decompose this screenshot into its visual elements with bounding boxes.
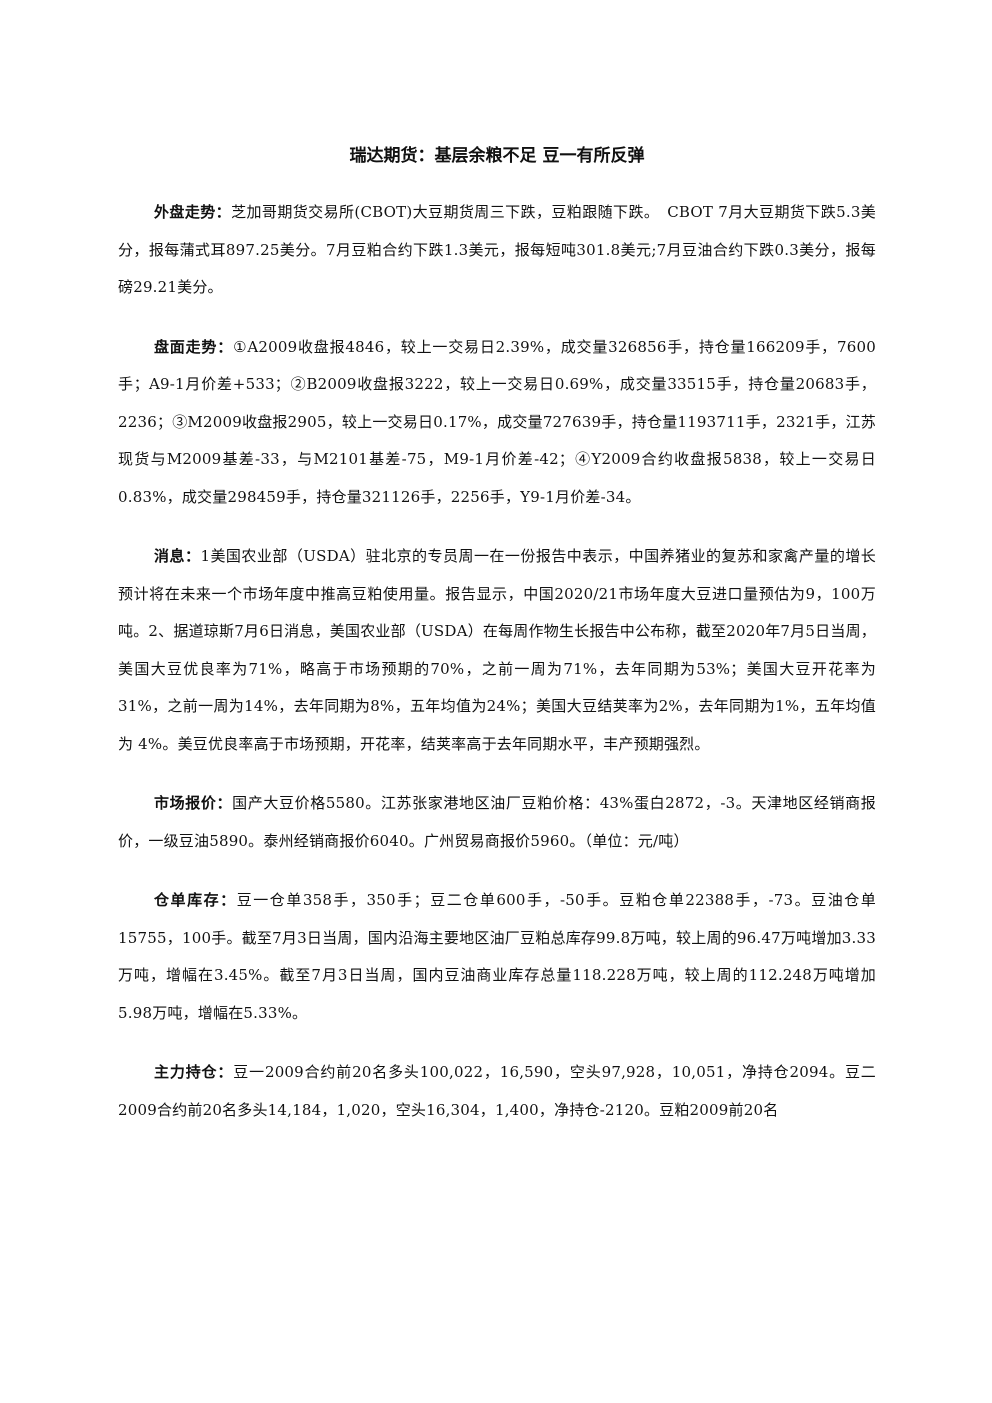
section-text: ①A2009收盘报4846，较上一交易日2.39%，成交量326856手，持仓量… bbox=[118, 337, 876, 506]
section-warehouse-inventory: 仓单库存：豆一仓单358手，350手；豆二仓单600手，-50手。豆粕仓单223… bbox=[118, 882, 876, 1032]
section-label: 仓单库存： bbox=[154, 891, 237, 909]
section-text: 国产大豆价格5580。江苏张家港地区油厂豆粕价格：43%蛋白2872，-3。天津… bbox=[118, 794, 876, 850]
section-label: 盘面走势： bbox=[154, 337, 234, 356]
section-text: 豆一2009合约前20名多头100,022，16,590，空头97,928，10… bbox=[118, 1063, 876, 1119]
section-label: 市场报价： bbox=[154, 794, 233, 812]
document-title: 瑞达期货：基层余粮不足 豆一有所反弹 bbox=[349, 146, 645, 166]
section-label: 消息： bbox=[154, 547, 201, 565]
section-label: 主力持仓： bbox=[154, 1063, 234, 1081]
document-page: 瑞达期货：基层余粮不足 豆一有所反弹 外盘走势：芝加哥期货交易所(CBOT)大豆… bbox=[118, 140, 876, 1151]
section-main-positions: 主力持仓：豆一2009合约前20名多头100,022，16,590，空头97,9… bbox=[118, 1054, 876, 1129]
section-text: 1美国农业部（USDA）驻北京的专员周一在一份报告中表示，中国养猪业的复苏和家禽… bbox=[118, 547, 877, 753]
section-overseas-market: 外盘走势：芝加哥期货交易所(CBOT)大豆期货周三下跌，豆粕跟随下跌。 CBOT… bbox=[118, 194, 876, 307]
section-text: 豆一仓单358手，350手；豆二仓单600手，-50手。豆粕仓单22388手，-… bbox=[118, 891, 876, 1022]
section-label: 外盘走势： bbox=[154, 203, 232, 221]
section-market-quotes: 市场报价：国产大豆价格5580。江苏张家港地区油厂豆粕价格：43%蛋白2872，… bbox=[118, 785, 876, 860]
section-text: 芝加哥期货交易所(CBOT)大豆期货周三下跌，豆粕跟随下跌。 CBOT 7月大豆… bbox=[118, 203, 876, 296]
section-board-trend: 盘面走势：①A2009收盘报4846，较上一交易日2.39%，成交量326856… bbox=[118, 329, 876, 517]
section-news: 消息：1美国农业部（USDA）驻北京的专员周一在一份报告中表示，中国养猪业的复苏… bbox=[118, 538, 876, 763]
